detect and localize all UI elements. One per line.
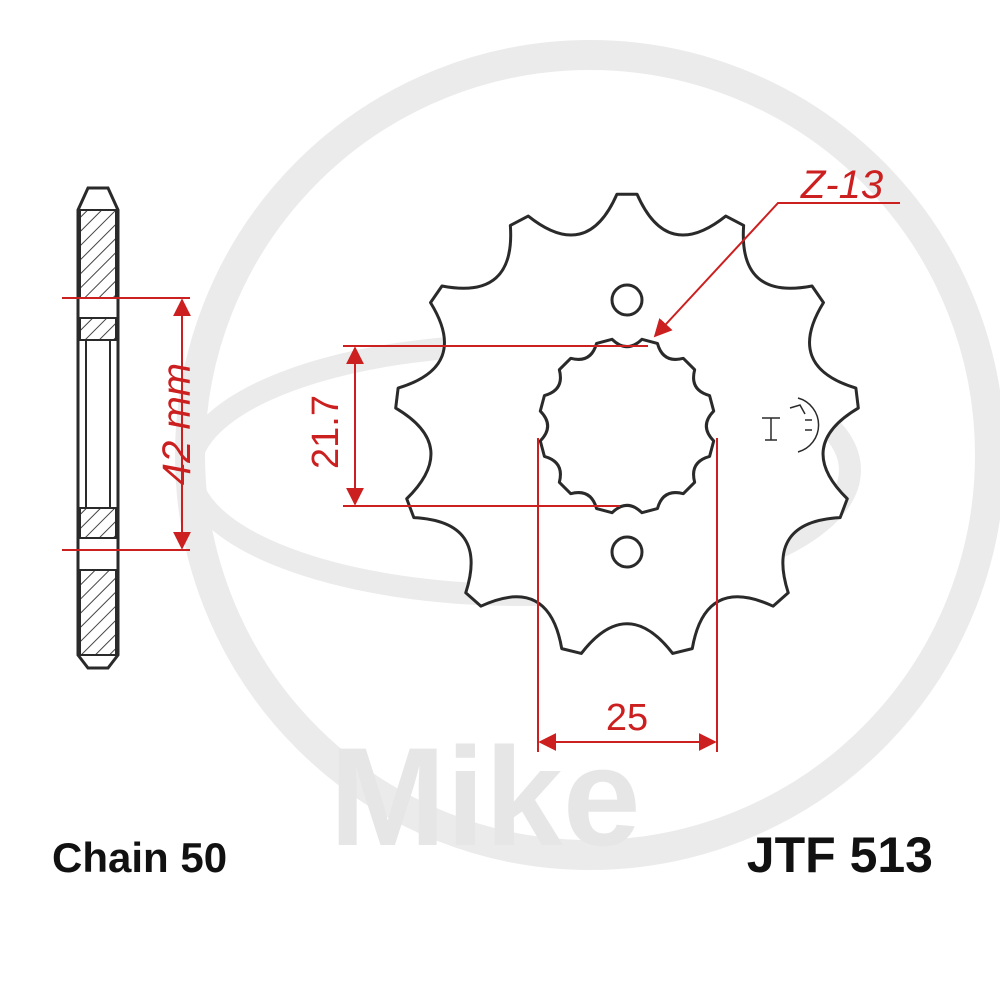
spline-bore [538, 337, 716, 515]
rotation-symbol [762, 397, 820, 453]
teeth-count-callout: Z-13 [653, 163, 900, 338]
mounting-hole-bottom [610, 535, 644, 569]
thickness-label: 42 mm [155, 363, 199, 485]
part-number: JTF 513 [747, 827, 933, 883]
side-profile [76, 186, 120, 670]
bore-width-dimension: 25 [537, 438, 718, 752]
hatch-lower-hub [79, 507, 117, 539]
sprocket-front [394, 192, 860, 655]
mounting-hole-top [610, 283, 644, 317]
hatch-bottom [79, 569, 117, 656]
thickness-dimension: 42 mm [62, 297, 199, 551]
spline-dimension: 21.7 [305, 345, 648, 507]
hub-inner [85, 339, 111, 509]
bore-width-label: 25 [606, 697, 648, 739]
chain-label: Chain 50 [52, 834, 227, 881]
spline-label: 21.7 [305, 395, 347, 469]
hatch-top [79, 209, 117, 299]
teeth-count-label: Z-13 [800, 163, 883, 207]
hatch-upper-hub [79, 317, 117, 341]
